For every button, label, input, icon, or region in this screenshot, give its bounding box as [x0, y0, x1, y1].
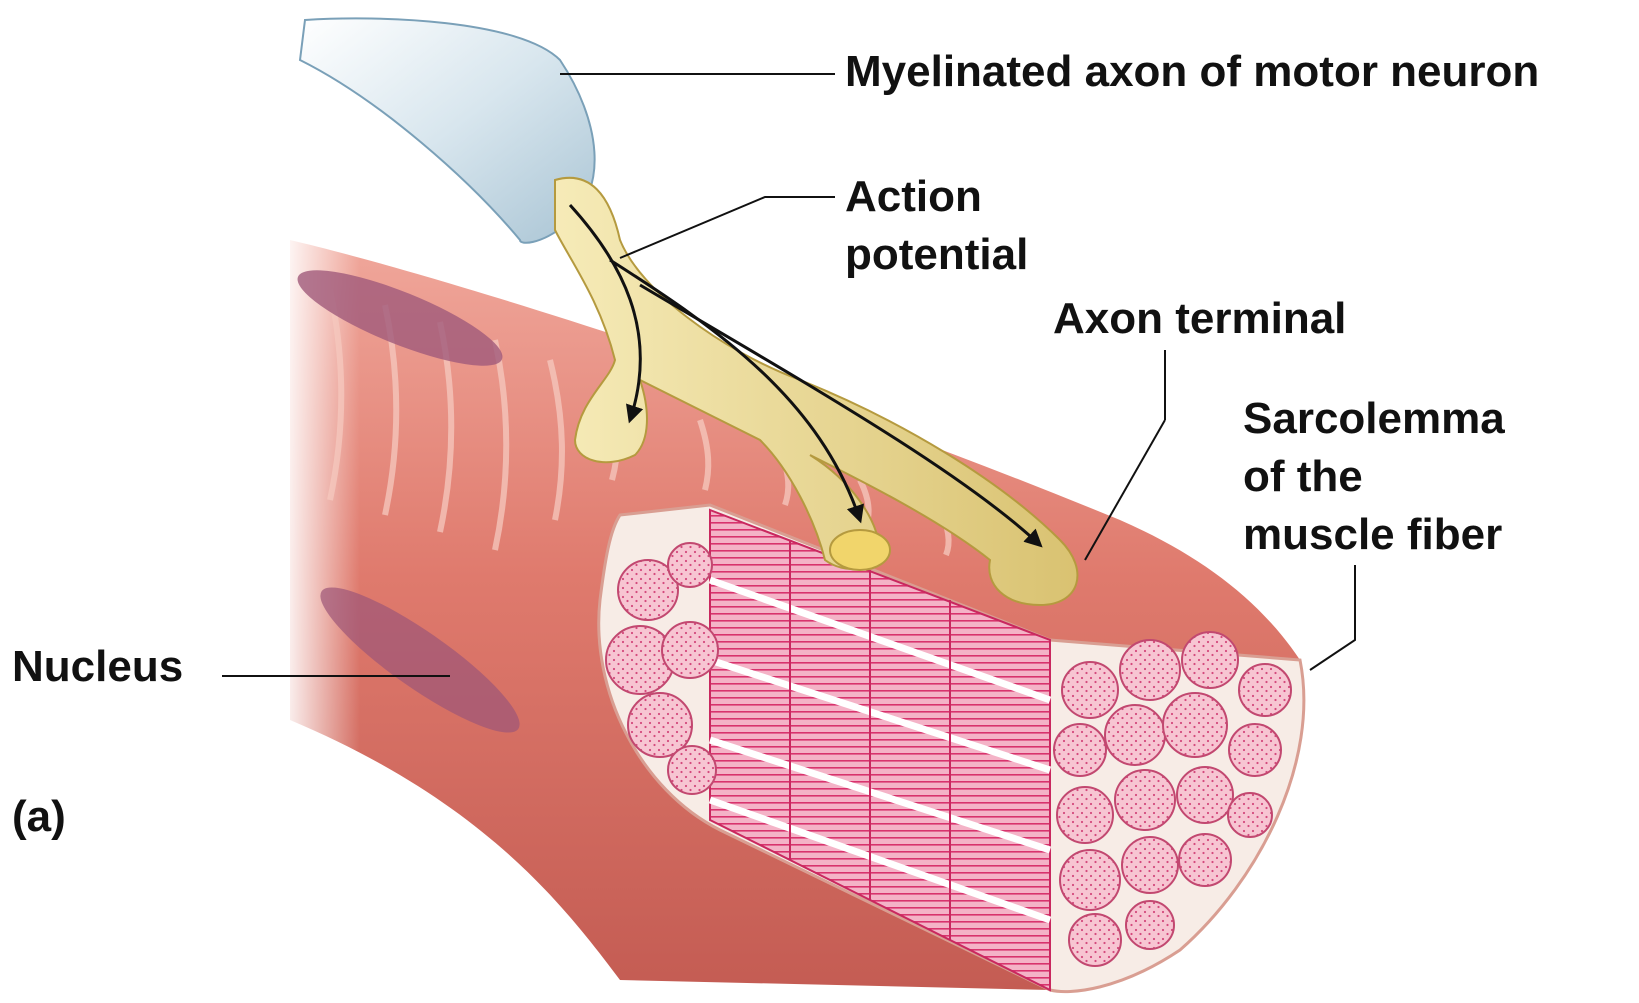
label-action-potential: Action potential [845, 168, 1028, 284]
myofibrils-right [1054, 632, 1291, 966]
label-line: Sarcolemma [1243, 390, 1505, 448]
label-axon-terminal: Axon terminal [1053, 290, 1346, 348]
terminal-bouton-cut [830, 530, 890, 570]
label-myelinated-axon: Myelinated axon of motor neuron [845, 43, 1539, 101]
label-line: Action [845, 168, 1028, 226]
label-sarcolemma: Sarcolemma of the muscle fiber [1243, 390, 1505, 564]
panel-label: (a) [12, 788, 66, 846]
label-line: potential [845, 226, 1028, 284]
label-line: muscle fiber [1243, 506, 1505, 564]
myelin-sheath [300, 18, 595, 242]
label-nucleus: Nucleus [12, 638, 183, 696]
label-line: of the [1243, 448, 1505, 506]
